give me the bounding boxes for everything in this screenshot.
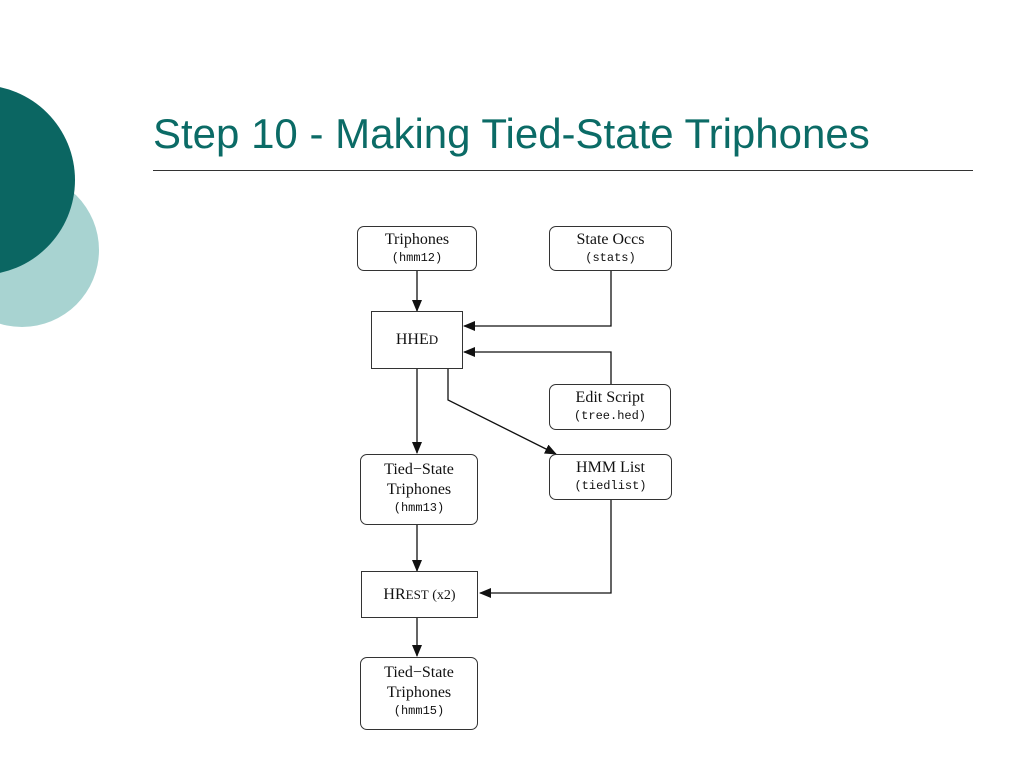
triphones-label: Triphones <box>384 231 450 248</box>
hrest-label-smallcaps: EST <box>405 587 429 602</box>
tied-state-triphones-node: Tied−State Triphones (hmm13) <box>360 454 478 525</box>
triphones-file: (hmm12) <box>391 251 443 265</box>
hhed-label-main: HHE <box>395 331 429 348</box>
triphones-node: Triphones (hmm12) <box>357 226 477 271</box>
arrow-stateoccs-to-hhed <box>463 271 612 331</box>
dark-teal-circle <box>0 87 75 273</box>
slide-title: Step 10 - Making Tied-State Triphones <box>153 110 870 157</box>
edit-script-file: (tree.hed) <box>573 409 646 423</box>
state-occs-node: State Occs (stats) <box>549 226 672 271</box>
hrest-label: HREST (x2) <box>383 586 455 603</box>
tied-state-final-line2: Triphones <box>386 684 452 701</box>
arrow-hmmlist-to-hrest <box>479 500 612 598</box>
arrow-hhed-to-hmmlist <box>447 369 557 455</box>
tied-state-final-line1: Tied−State <box>384 664 454 681</box>
arrow-editscript-to-hhed <box>463 347 612 384</box>
tied-state-final-file: (hmm15) <box>393 704 445 718</box>
title-divider <box>153 170 973 171</box>
hhed-label-smallcaps: D <box>428 332 439 347</box>
edit-script-label: Edit Script <box>575 389 645 406</box>
hmm-list-node: HMM List (tiedlist) <box>549 454 672 500</box>
hhed-label: HHED <box>396 331 438 348</box>
hrest-label-suffix: (x2) <box>428 588 456 603</box>
tied-state-line2: Triphones <box>386 481 452 498</box>
hhed-node: HHED <box>371 311 463 369</box>
hrest-label-main: HR <box>383 586 406 603</box>
state-occs-file: (stats) <box>585 251 636 265</box>
edit-script-node: Edit Script (tree.hed) <box>549 384 671 430</box>
decorative-circles <box>0 87 99 327</box>
state-occs-label: State Occs <box>576 231 645 248</box>
tied-state-triphones-final-node: Tied−State Triphones (hmm15) <box>360 657 478 730</box>
tied-state-file: (hmm13) <box>393 501 445 515</box>
hmm-list-label: HMM List <box>576 459 645 476</box>
hrest-node: HREST (x2) <box>361 571 478 618</box>
tied-state-line1: Tied−State <box>384 461 454 478</box>
hmm-list-file: (tiedlist) <box>574 479 647 493</box>
